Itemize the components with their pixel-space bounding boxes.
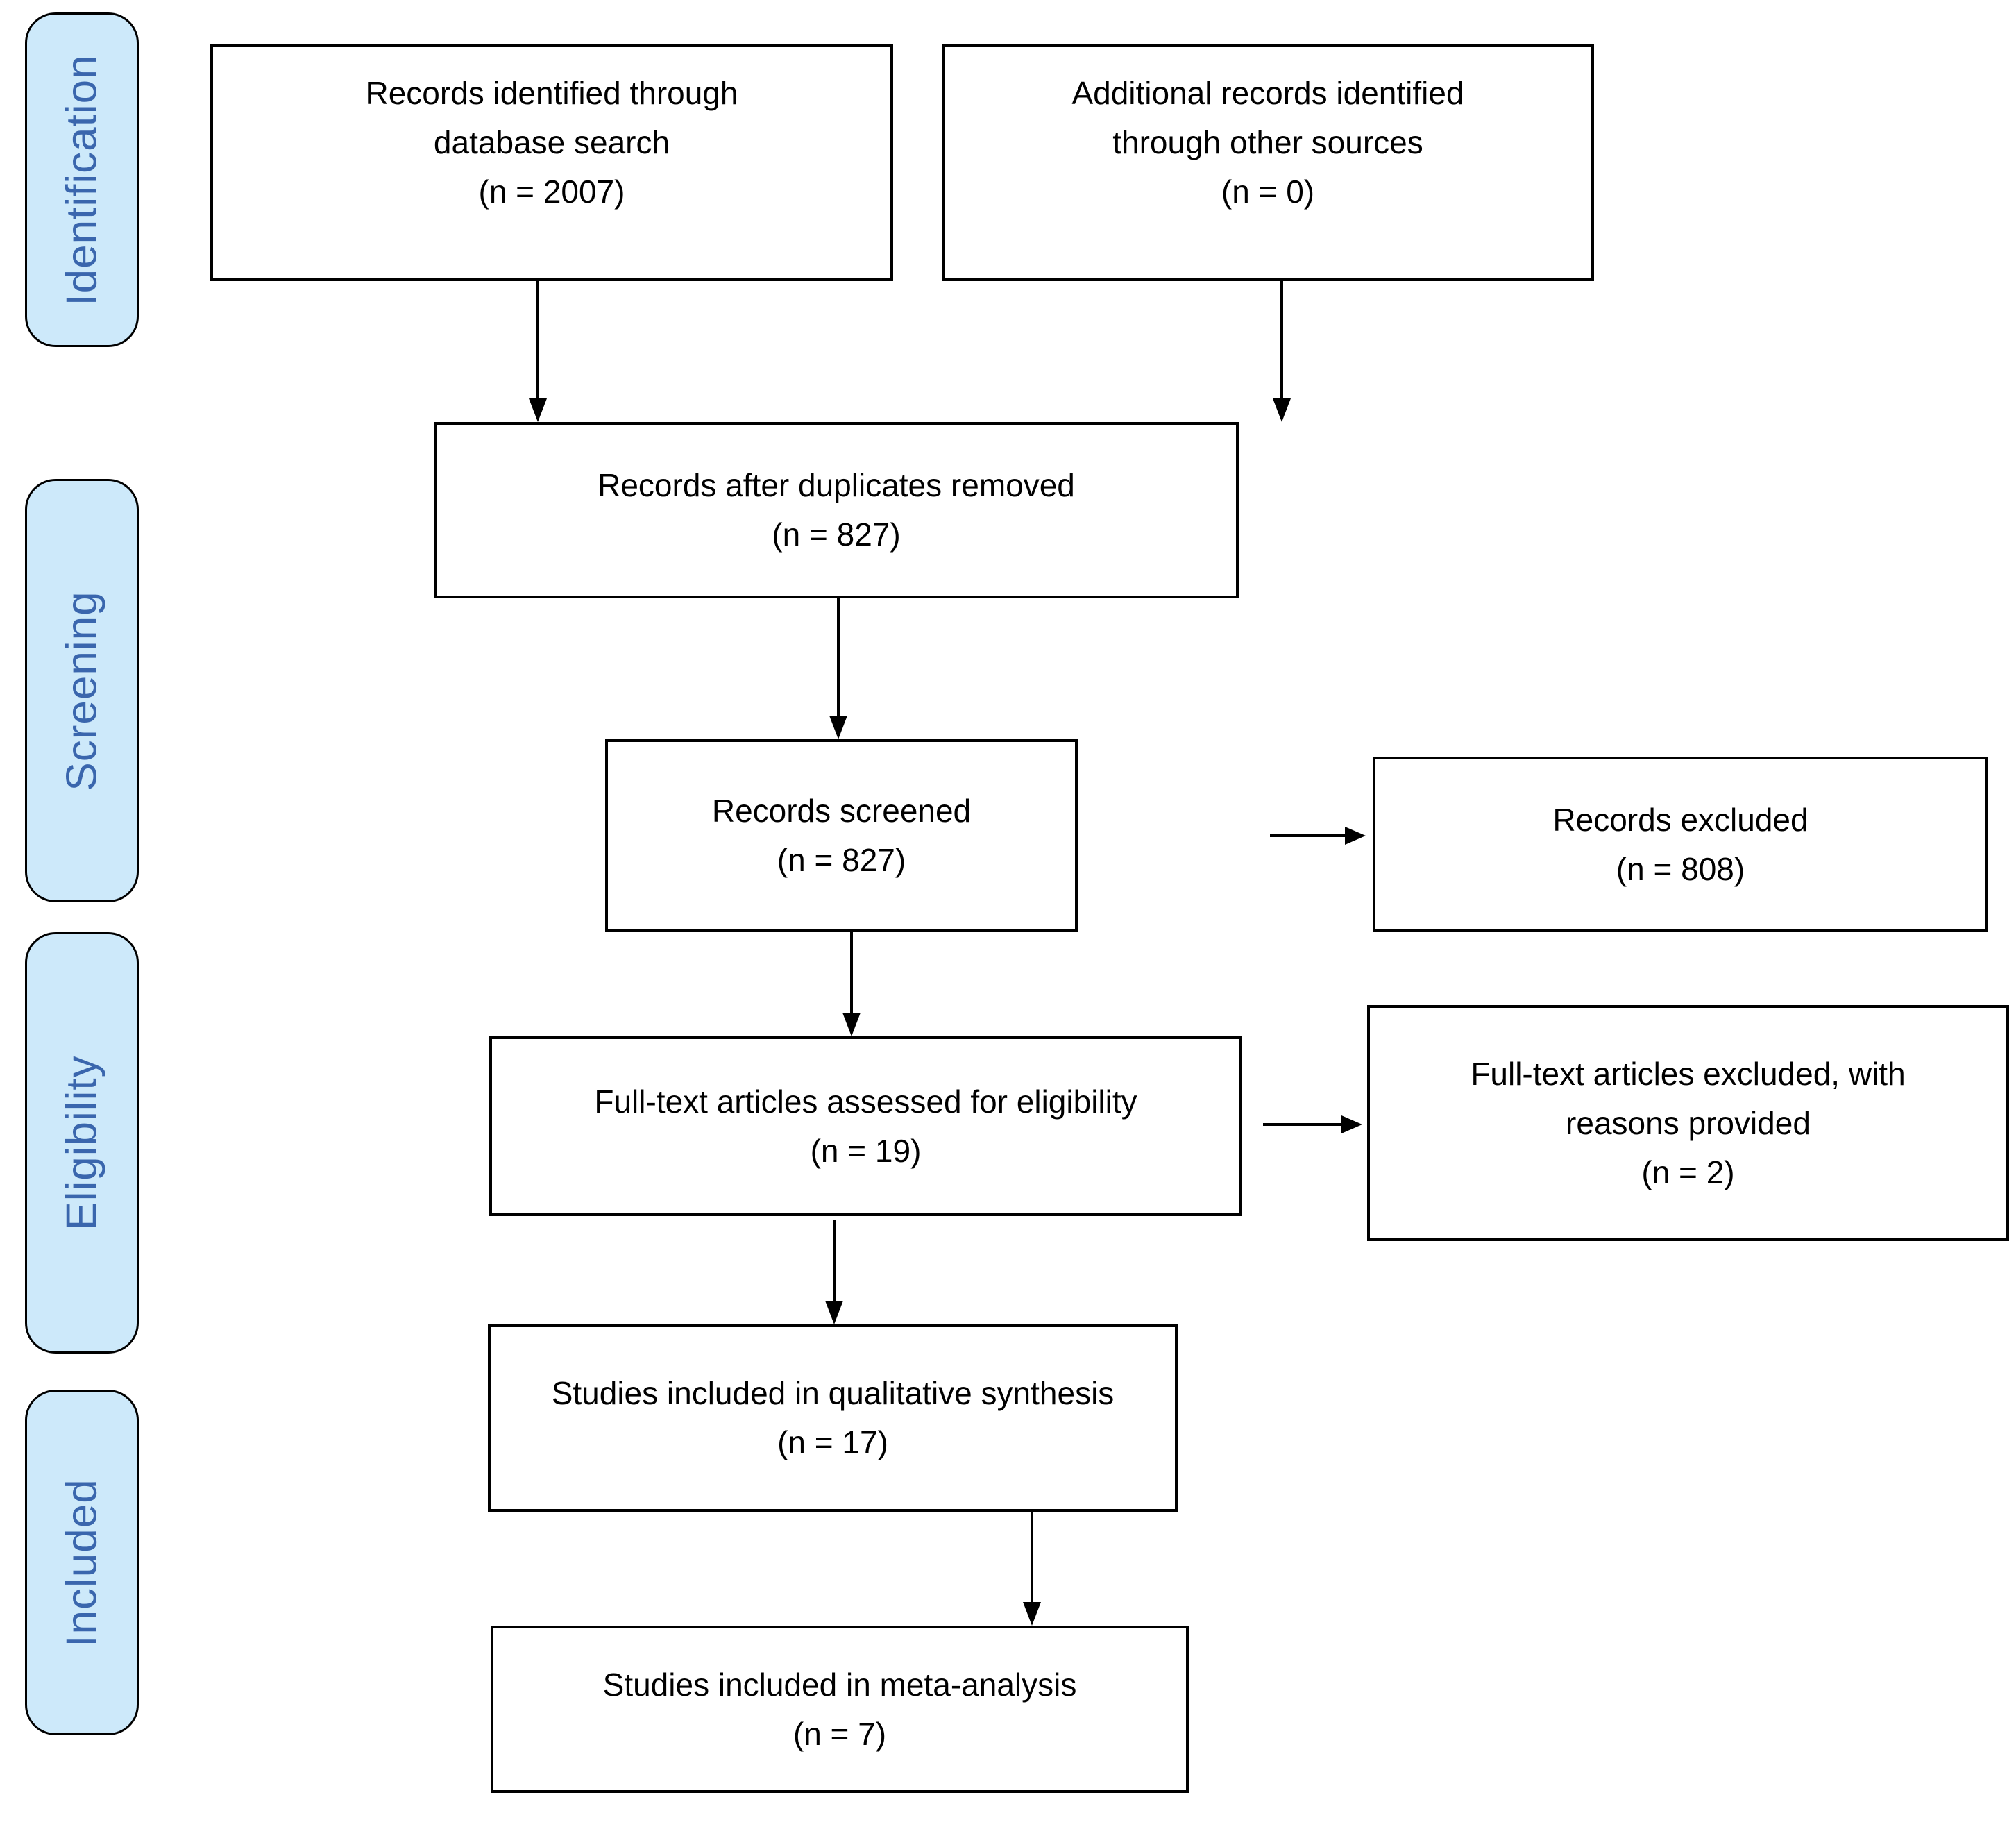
stage-band-identification: Identification <box>25 12 139 347</box>
arrow-screened-to-fulltext-shaft <box>850 932 853 1013</box>
box-records-screened: Records screened (n = 827) <box>605 739 1078 932</box>
box-count: (n = 17) <box>777 1424 888 1460</box>
arrow-fulltext-to-excluded-head <box>1341 1115 1362 1133</box>
arrow-duplicates-to-screened-head <box>829 716 847 739</box>
box-text-line: Records after duplicates removed <box>598 467 1075 503</box>
arrow-fulltext-to-qualitative-shaft <box>833 1220 836 1301</box>
stage-label-eligibility: Eligibility <box>58 1055 106 1231</box>
box-count: (n = 2007) <box>478 173 625 210</box>
box-text-line: Full-text articles excluded, with <box>1471 1055 1906 1092</box>
box-text-line: reasons provided <box>1566 1104 1811 1141</box>
box-text-line: database search <box>433 124 670 160</box>
box-count: (n = 2) <box>1641 1154 1735 1190</box>
arrow-additional-to-duplicates-shaft <box>1280 281 1283 398</box>
box-duplicates-removed: Records after duplicates removed (n = 82… <box>434 422 1239 598</box>
box-records-excluded: Records excluded (n = 808) <box>1373 757 1988 932</box>
box-count: (n = 827) <box>772 516 901 553</box>
box-text-line: Records excluded <box>1552 801 1809 838</box>
stage-label-screening: Screening <box>58 590 106 791</box>
box-fulltext-excluded: Full-text articles excluded, with reason… <box>1367 1005 2009 1241</box>
box-text-line: Studies included in meta-analysis <box>602 1666 1077 1703</box>
box-meta-analysis: Studies included in meta-analysis (n = 7… <box>491 1626 1189 1793</box>
box-fulltext-assessed: Full-text articles assessed for eligibil… <box>489 1036 1242 1216</box>
box-text-line: Full-text articles assessed for eligibil… <box>594 1083 1137 1120</box>
box-count: (n = 808) <box>1616 850 1745 887</box>
stage-band-screening: Screening <box>25 479 139 902</box>
arrow-screened-to-fulltext-head <box>842 1013 861 1036</box>
box-text-line: Records identified through <box>365 74 738 111</box>
arrow-fulltext-to-qualitative-head <box>825 1301 843 1324</box>
arrow-screened-to-excluded-head <box>1345 827 1366 845</box>
stage-label-included: Included <box>58 1478 106 1647</box>
box-text-line: Studies included in qualitative synthesi… <box>551 1375 1115 1411</box>
stage-band-included: Included <box>25 1390 139 1735</box>
box-text-line: Records screened <box>711 793 972 829</box>
stage-label-identification: Identification <box>58 53 106 306</box>
arrow-qualitative-to-meta-shaft <box>1031 1512 1033 1602</box>
arrow-fulltext-to-excluded-shaft <box>1263 1123 1341 1126</box>
arrow-additional-to-duplicates-head <box>1273 398 1291 422</box>
arrow-duplicates-to-screened-shaft <box>837 598 840 716</box>
arrow-qualitative-to-meta-head <box>1023 1602 1041 1626</box>
arrow-screened-to-excluded-shaft <box>1270 834 1345 837</box>
box-count: (n = 827) <box>777 842 906 878</box>
box-text-line: Additional records identified <box>1071 74 1464 111</box>
box-text-line: through other sources <box>1112 124 1423 160</box>
arrow-identified-to-duplicates-head <box>529 398 547 422</box>
box-additional-records: Additional records identified through ot… <box>942 44 1594 281</box>
arrow-identified-to-duplicates-shaft <box>536 281 539 398</box>
stage-band-eligibility: Eligibility <box>25 932 139 1354</box>
box-count: (n = 0) <box>1221 173 1315 210</box>
box-records-identified: Records identified through database sear… <box>210 44 893 281</box>
box-count: (n = 19) <box>810 1132 922 1169</box>
box-qualitative-synthesis: Studies included in qualitative synthesi… <box>488 1324 1178 1512</box>
box-count: (n = 7) <box>793 1715 887 1752</box>
